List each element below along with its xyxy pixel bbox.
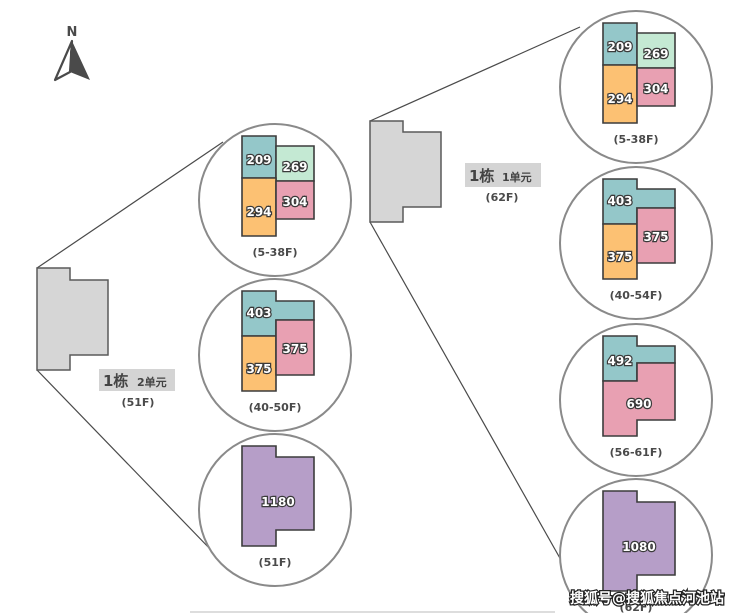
unit-shape (602, 362, 676, 437)
connector-line (369, 221, 562, 561)
unit-shape (241, 335, 277, 392)
unit-area-label: 403 (246, 306, 271, 320)
unit-shape (275, 319, 315, 376)
unit-area-label: 492 (607, 354, 632, 368)
watermark: 搜狐号@搜狐焦点河池站 (570, 590, 724, 607)
unit-shape (241, 445, 315, 547)
unit-area-label: 1080 (622, 540, 655, 554)
building-label-unit1: 1栋 1单元 (62F) (465, 163, 541, 204)
unit-shape (602, 223, 638, 280)
unit-area-label: 209 (607, 40, 632, 54)
unit-area-label: 269 (643, 47, 668, 61)
unit-shape (275, 180, 315, 220)
floor-plan-circle: 403 375 375 (40-54F) (559, 166, 713, 320)
unit-shape (636, 67, 676, 107)
floor-plan-circle: 492 690 (56-61F) (559, 323, 713, 477)
total-floors: (51F) (122, 396, 155, 409)
unit-name: 1单元 (502, 170, 532, 184)
floor-range-label: (62F) (620, 601, 653, 613)
unit-area-label: 304 (643, 82, 668, 96)
connector-line (369, 26, 581, 122)
floor-range-label: (5-38F) (613, 133, 658, 146)
unit-shape (602, 490, 676, 592)
floor-plan-circle: 403 375 375 (40-50F) (198, 278, 352, 432)
unit-area-label: 304 (282, 195, 307, 209)
floor-range-label: (5-38F) (252, 246, 297, 259)
building-number: 1栋 (469, 167, 494, 185)
unit-area-label: 294 (246, 205, 271, 219)
unit-area-label: 690 (626, 397, 651, 411)
unit-area-label: 1180 (261, 495, 294, 509)
unit-shape (636, 207, 676, 264)
unit-shape (241, 177, 277, 237)
floor-range-label: (40-54F) (610, 289, 663, 302)
floor-plans: 209 269 294 304 (5-38F) 403 375 375 (40-50F) 1180… (198, 10, 713, 613)
north-compass: N (53, 25, 90, 82)
floor-plan-circle: 1080 (62F) (559, 478, 713, 613)
north-arrow-icon (53, 39, 90, 82)
unit-area-label: 375 (643, 230, 668, 244)
floor-range-label: (40-50F) (249, 401, 302, 414)
unit-name: 2单元 (137, 375, 167, 389)
total-floors: (62F) (486, 191, 519, 204)
building-label-unit2: 1栋 2单元 (51F) (99, 369, 175, 409)
unit-area-label: 375 (282, 342, 307, 356)
floor-plan-circle: 209 269 294 304 (5-38F) (559, 10, 713, 164)
floor-range-label: (56-61F) (610, 446, 663, 459)
unit-area-label: 209 (246, 153, 271, 167)
floor-plan-circle: 1180 (51F) (198, 433, 352, 587)
building-footprint-unit2 (36, 267, 109, 371)
unit-area-label: 375 (607, 250, 632, 264)
unit-shape (602, 64, 638, 124)
unit-area-label: 269 (282, 160, 307, 174)
north-label: N (67, 25, 78, 40)
connector-line (36, 369, 214, 553)
floor-plan-circle: 209 269 294 304 (5-38F) (198, 123, 352, 277)
building-number: 1栋 (103, 372, 128, 390)
unit-area-label: 403 (607, 194, 632, 208)
floor-range-label: (51F) (259, 556, 292, 569)
building-footprint-unit1 (369, 120, 442, 223)
unit-area-label: 375 (246, 362, 271, 376)
connector-line (36, 141, 224, 269)
connector-lines (36, 26, 581, 561)
unit-area-label: 294 (607, 92, 632, 106)
